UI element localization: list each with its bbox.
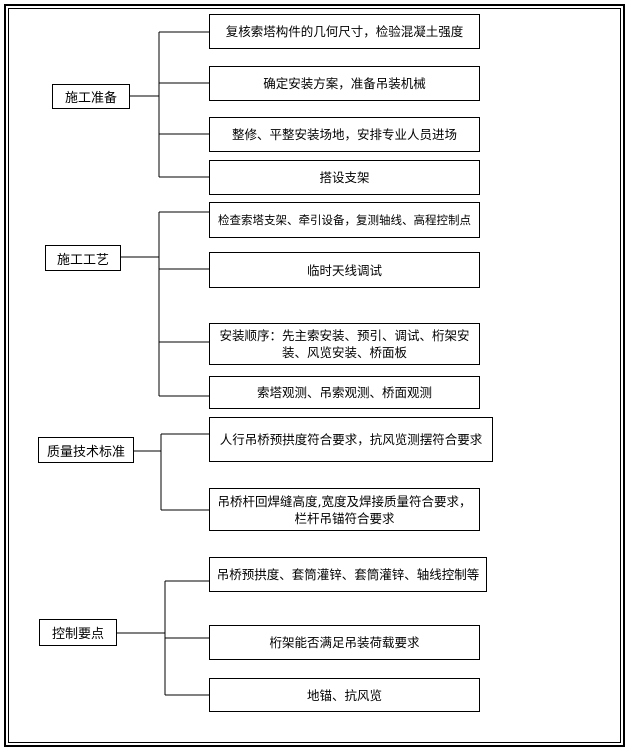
item-box: 吊桥杆回焊缝高度,宽度及焊接质量符合要求，栏杆吊锚符合要求 [209,488,480,531]
item-box: 桁架能否满足吊装荷载要求 [209,625,480,660]
item-box: 整修、平整安装场地，安排专业人员进场 [209,117,480,152]
item-box: 吊桥预拱度、套筒灌锌、套筒灌锌、轴线控制等 [209,557,487,592]
item-box: 临时天线调试 [209,252,480,288]
category-label: 质量技术标准 [38,437,134,463]
category-label: 施工准备 [52,84,130,109]
item-box: 确定安装方案，准备吊装机械 [209,66,480,101]
item-box: 复核索塔构件的几何尺寸，检验混凝土强度 [209,14,480,49]
category-label: 施工工艺 [45,245,121,271]
item-box: 索塔观测、吊索观测、桥面观测 [209,376,480,409]
item-box: 安装顺序：先主索安装、预引、调试、桁架安装、风览安装、桥面板 [209,323,480,365]
item-box: 检查索塔支架、牵引设备，复测轴线、高程控制点 [209,202,480,238]
outer-frame [4,4,625,747]
item-box: 人行吊桥预拱度符合要求，抗风览测摆符合要求 [209,417,493,462]
inner-frame [8,8,621,743]
item-box: 搭设支架 [209,160,480,195]
category-label: 控制要点 [39,619,117,646]
item-box: 地锚、抗风览 [209,678,480,712]
